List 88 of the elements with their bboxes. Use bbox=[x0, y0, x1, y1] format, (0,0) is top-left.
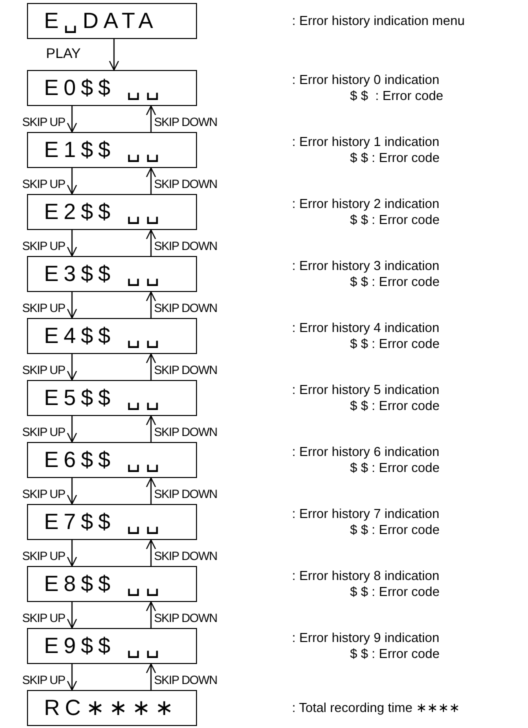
display-box bbox=[27, 256, 197, 292]
edge-label: SKIP UP bbox=[22, 178, 65, 190]
display-box bbox=[27, 3, 197, 39]
description-text: $ $ : Error code bbox=[350, 522, 440, 538]
description-text: : Total recording time ∗∗∗∗ bbox=[292, 700, 460, 716]
description-text: $ $ : Error code bbox=[350, 88, 444, 104]
edge-label: SKIP DOWN bbox=[154, 302, 218, 314]
edge-label: SKIP UP bbox=[22, 364, 65, 376]
arrow bbox=[66, 416, 78, 443]
display-box bbox=[27, 318, 197, 354]
description-text: $ $ : Error code bbox=[350, 212, 440, 228]
edge-label: SKIP UP bbox=[22, 426, 65, 438]
display-box bbox=[27, 566, 197, 602]
description-text: : Error history 3 indication bbox=[292, 258, 440, 274]
arrow bbox=[146, 353, 156, 380]
description-text: : Error history 4 indication bbox=[292, 320, 440, 336]
display-text: E5$$ ␣␣ bbox=[44, 387, 164, 409]
display-text: E3$$ ␣␣ bbox=[44, 263, 164, 285]
arrow bbox=[66, 478, 78, 505]
display-box bbox=[27, 380, 197, 416]
arrow bbox=[66, 292, 78, 319]
display-box bbox=[27, 690, 197, 726]
description-text: : Error history 8 indication bbox=[292, 568, 440, 584]
display-text: E7$$ ␣␣ bbox=[44, 511, 164, 533]
description-text: : Error history 0 indication bbox=[292, 72, 440, 88]
edge-label: SKIP UP bbox=[22, 240, 65, 252]
description-text: $ $ : Error code bbox=[350, 584, 440, 600]
edge-label: SKIP DOWN bbox=[154, 426, 218, 438]
description-text: $ $ : Error code bbox=[350, 274, 440, 290]
description-text: $ $ : Error code bbox=[350, 336, 440, 352]
display-text: E2$$ ␣␣ bbox=[44, 201, 164, 223]
description-text: : Error history indication menu bbox=[292, 13, 465, 29]
display-box bbox=[27, 194, 197, 230]
arrow bbox=[66, 540, 78, 567]
arrow bbox=[146, 229, 156, 256]
arrow bbox=[146, 415, 156, 442]
description-text: $ $ : Error code bbox=[350, 460, 440, 476]
edge-label: SKIP DOWN bbox=[154, 364, 218, 376]
edge-label: SKIP DOWN bbox=[154, 178, 218, 190]
edge-label: SKIP DOWN bbox=[154, 674, 218, 686]
arrow bbox=[66, 230, 78, 257]
edge-label: SKIP DOWN bbox=[154, 116, 218, 128]
display-text: E9$$ ␣␣ bbox=[44, 635, 164, 657]
arrow bbox=[66, 168, 78, 195]
description-text: : Error history 2 indication bbox=[292, 196, 440, 212]
description-text: : Error history 1 indication bbox=[292, 134, 440, 150]
description-text: : Error history 7 indication bbox=[292, 506, 440, 522]
display-box bbox=[27, 132, 197, 168]
arrow bbox=[146, 601, 156, 628]
display-box bbox=[27, 442, 197, 478]
arrow bbox=[146, 291, 156, 318]
arrow bbox=[66, 354, 78, 381]
description-text: $ $ : Error code bbox=[350, 398, 440, 414]
display-box bbox=[27, 70, 197, 106]
arrow bbox=[146, 539, 156, 566]
arrow bbox=[108, 39, 120, 71]
display-box bbox=[27, 628, 197, 664]
edge-label: SKIP UP bbox=[22, 488, 65, 500]
edge-label: SKIP UP bbox=[22, 116, 65, 128]
edge-label: SKIP UP bbox=[22, 612, 65, 624]
arrow bbox=[146, 105, 156, 132]
edge-label: SKIP DOWN bbox=[154, 488, 218, 500]
edge-label: SKIP DOWN bbox=[154, 240, 218, 252]
edge-label: SKIP UP bbox=[22, 302, 65, 314]
arrow bbox=[66, 602, 78, 629]
edge-label: PLAY bbox=[46, 46, 81, 60]
description-text: : Error history 5 indication bbox=[292, 382, 440, 398]
description-text: $ $ : Error code bbox=[350, 150, 440, 166]
display-text: E4$$ ␣␣ bbox=[44, 325, 164, 347]
arrow bbox=[146, 167, 156, 194]
display-text: E8$$ ␣␣ bbox=[44, 573, 164, 595]
display-text: E0$$ ␣␣ bbox=[44, 77, 164, 99]
description-text: $ $ : Error code bbox=[350, 646, 440, 662]
display-text: RC∗∗∗∗ bbox=[44, 697, 178, 719]
arrow bbox=[66, 664, 78, 691]
edge-label: SKIP UP bbox=[22, 550, 65, 562]
arrow bbox=[146, 663, 156, 690]
edge-label: SKIP UP bbox=[22, 674, 65, 686]
edge-label: SKIP DOWN bbox=[154, 550, 218, 562]
description-text: : Error history 6 indication bbox=[292, 444, 440, 460]
description-text: : Error history 9 indication bbox=[292, 630, 440, 646]
arrow bbox=[66, 106, 78, 133]
display-box bbox=[27, 504, 197, 540]
display-text: E1$$ ␣␣ bbox=[44, 139, 164, 161]
arrow bbox=[146, 477, 156, 504]
edge-label: SKIP DOWN bbox=[154, 612, 218, 624]
display-text: E␣DATA bbox=[44, 10, 158, 32]
display-text: E6$$ ␣␣ bbox=[44, 449, 164, 471]
